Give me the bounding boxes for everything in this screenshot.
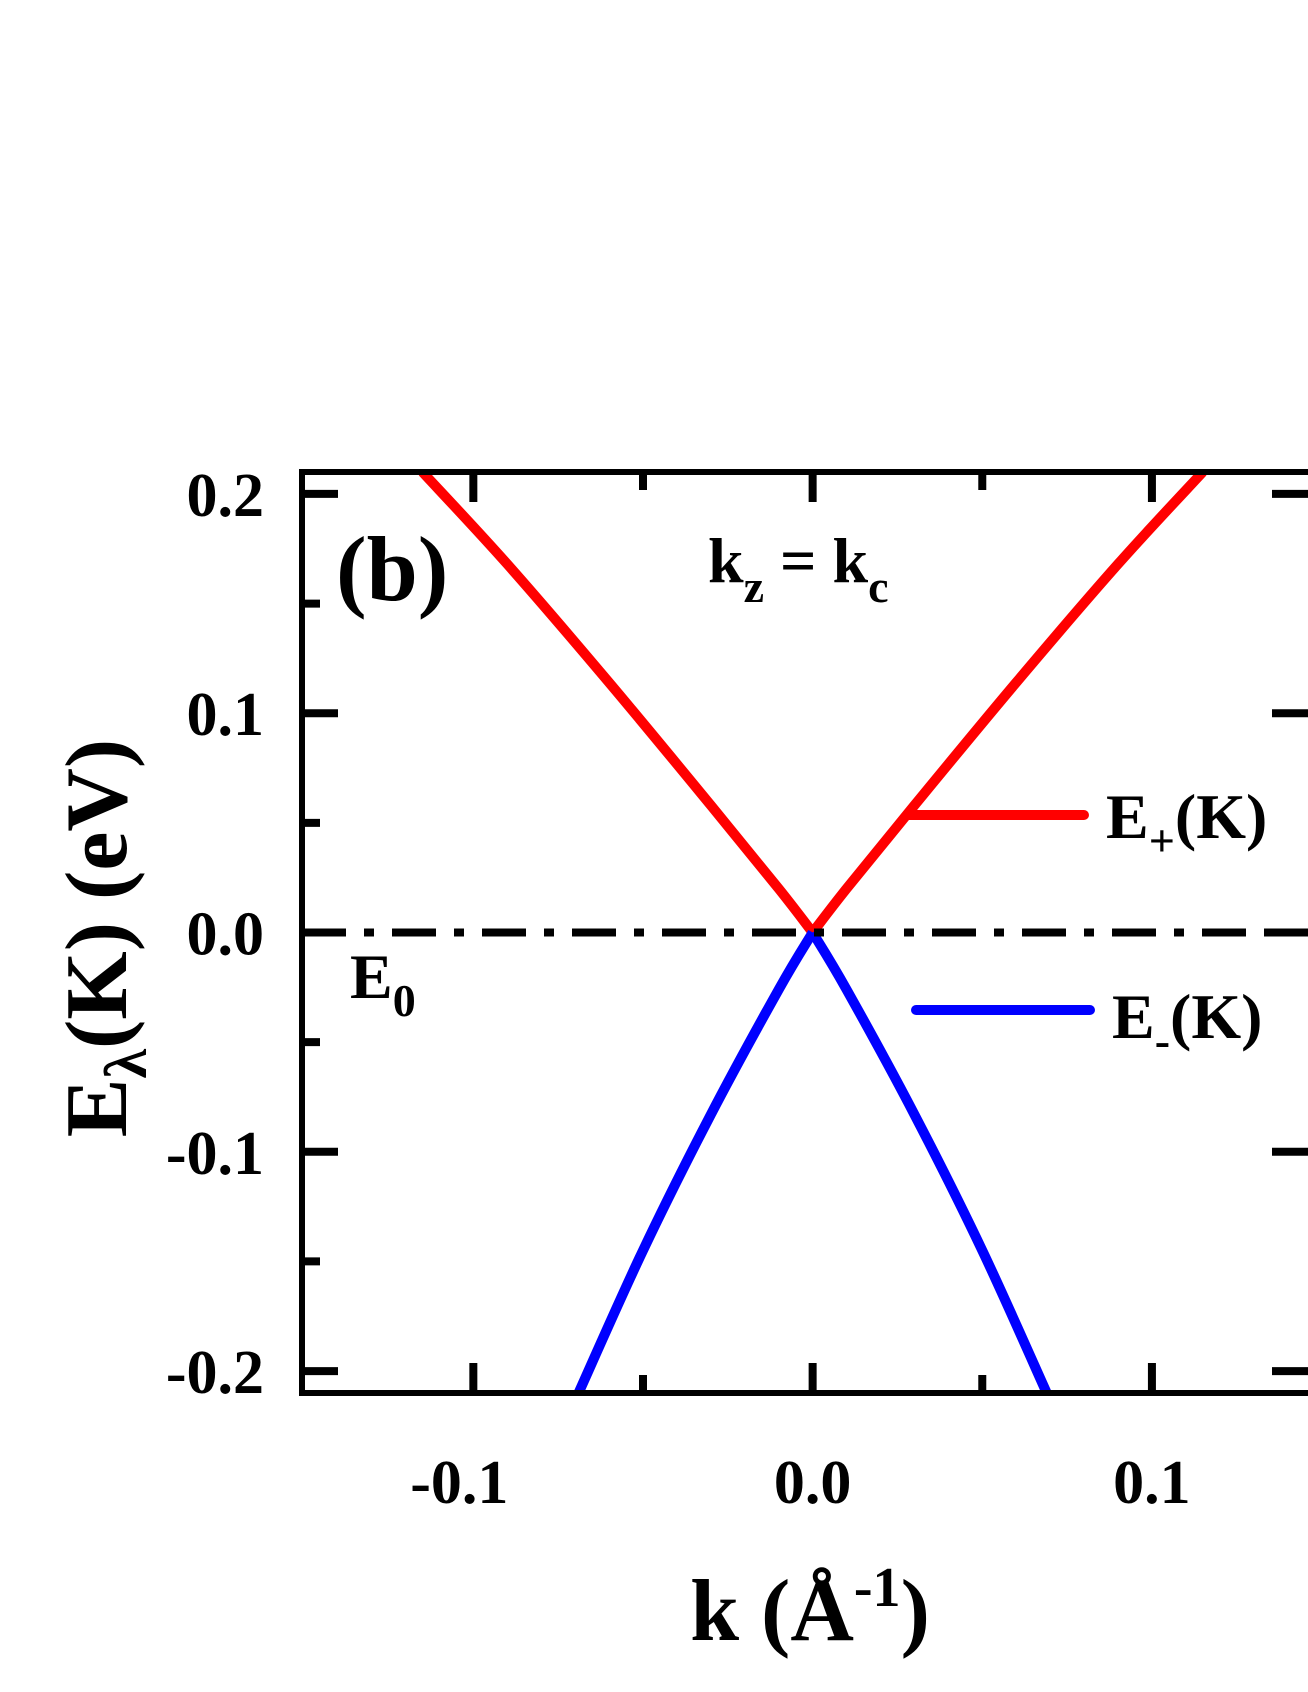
panel-label: (b)	[336, 518, 448, 620]
x-tick-label-0: -0.1	[410, 1449, 508, 1517]
legend: E+(K) E-(K)	[903, 781, 1267, 1066]
series-1-branch-0	[573, 929, 817, 1393]
series-curves	[418, 472, 1207, 1393]
plot-frame	[299, 469, 1308, 1396]
series-0-branch-1	[808, 472, 1207, 936]
kz-sub2: c	[868, 561, 888, 612]
y-axis-label: Eλ(K) (eV)	[49, 739, 159, 1137]
kz-sub1: z	[744, 561, 764, 612]
y-tick-label-3: 0.1	[187, 681, 265, 749]
series-0-branch-0	[418, 472, 817, 936]
reference-label-E0: E0	[350, 941, 416, 1026]
kz-eq: = k	[764, 525, 868, 596]
x-tick-label-1: 0.0	[774, 1449, 852, 1517]
x-tick-label-2: 0.1	[1113, 1449, 1191, 1517]
y-tick-label-4: 0.2	[187, 462, 265, 530]
kz-annotation: kz = kc	[708, 525, 889, 612]
series-1-branch-1	[808, 929, 1052, 1393]
legend-label-E-minus: E-(K)	[1112, 981, 1262, 1066]
y-tick-label-0: -0.2	[166, 1339, 264, 1407]
tick-labels: -0.1 0.0 0.1 -0.2 -0.1 0.0 0.1 0.2	[166, 462, 1191, 1517]
y-tick-label-2: 0.0	[187, 901, 265, 969]
y-tick-label-1: -0.1	[166, 1120, 264, 1188]
kz-main: k	[708, 525, 744, 596]
x-axis-label: k (Å-1)	[690, 1557, 930, 1660]
axis-ticks	[302, 472, 1308, 1393]
legend-label-E-plus: E+(K)	[1106, 781, 1267, 866]
